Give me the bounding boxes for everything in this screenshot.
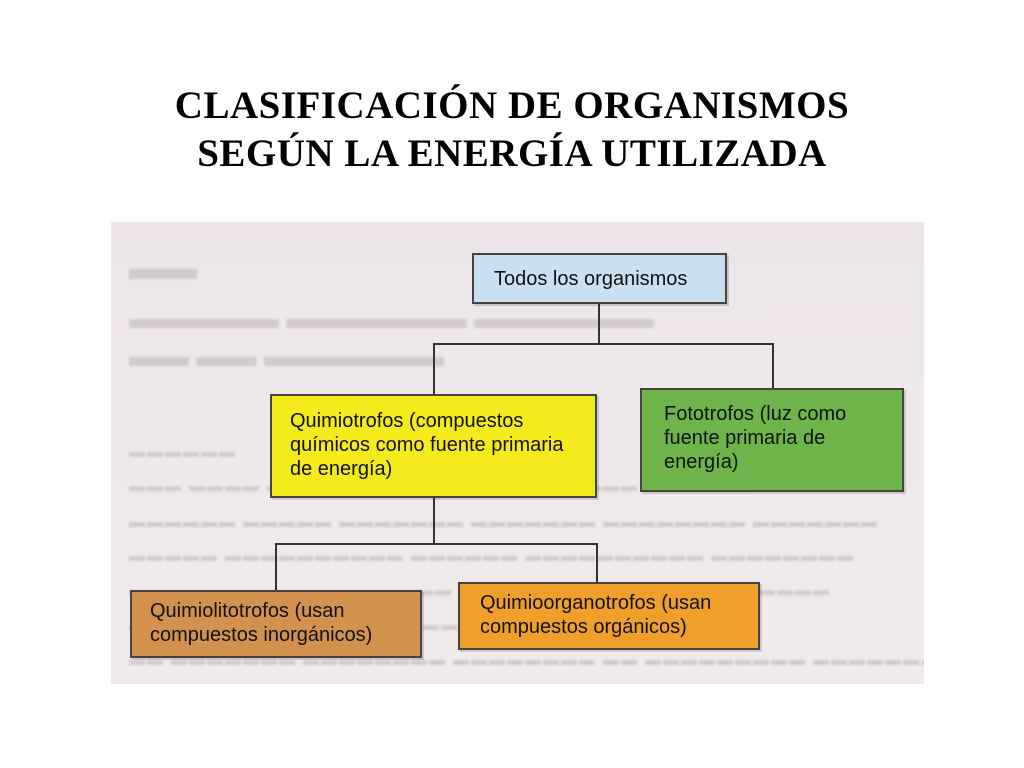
background-text: ▬▬ ▬▬ ▬▬▬▬▬▬ (129, 340, 444, 373)
node-label: Quimioorganotrofos (usan compuestos orgá… (480, 592, 712, 638)
connector-line (433, 497, 435, 544)
background-text: ▬▬▬▬▬▬ ▬▬▬▬▬ ▬▬▬▬▬▬▬ ▬▬▬▬▬▬▬ ▬▬▬▬▬▬▬▬ ▬▬… (129, 514, 879, 531)
connector-line (275, 543, 598, 545)
node-label: Todos los organismos (494, 268, 688, 290)
background-text: ▬▬▬▬▬▬ (129, 444, 237, 461)
node-todos-los-organismos: Todos los organismos (472, 253, 727, 304)
connector-line (772, 343, 774, 389)
node-label: Quimiolitotrofos (usan compuestos inorgá… (150, 600, 373, 646)
title-line-1: CLASIFICACIÓN DE ORGANISMOS (174, 84, 850, 127)
node-label: Fototrofos (luz como fuente primaria de … (664, 403, 847, 473)
connector-line (596, 543, 598, 583)
background-text: ▬▬▬▬▬ ▬▬▬▬▬▬ ▬▬▬▬▬▬ (129, 302, 654, 335)
connector-line (433, 343, 774, 345)
node-label: Quimiotrofos (compuestos químicos como f… (290, 410, 564, 480)
background-text: ▬▬ (129, 250, 197, 287)
title-line-2: SEGÚN LA ENERGÍA UTILIZADA (197, 132, 827, 175)
background-text: ▬▬▬▬▬ ▬▬▬▬▬▬▬▬▬▬ ▬▬▬▬▬▬ ▬▬▬▬▬▬▬▬▬▬ ▬▬▬▬▬… (129, 548, 855, 565)
connector-line (275, 543, 277, 591)
node-quimioorganotrofos: Quimioorganotrofos (usan compuestos orgá… (458, 582, 760, 650)
connector-line (433, 343, 435, 395)
node-quimiolitotrofos: Quimiolitotrofos (usan compuestos inorgá… (130, 590, 422, 658)
node-quimiotrofos: Quimiotrofos (compuestos químicos como f… (270, 394, 597, 498)
node-fototrofos: Fototrofos (luz como fuente primaria de … (640, 388, 904, 492)
slide-title: CLASIFICACIÓN DE ORGANISMOS SEGÚN LA ENE… (0, 82, 1024, 178)
connector-line (598, 304, 600, 344)
